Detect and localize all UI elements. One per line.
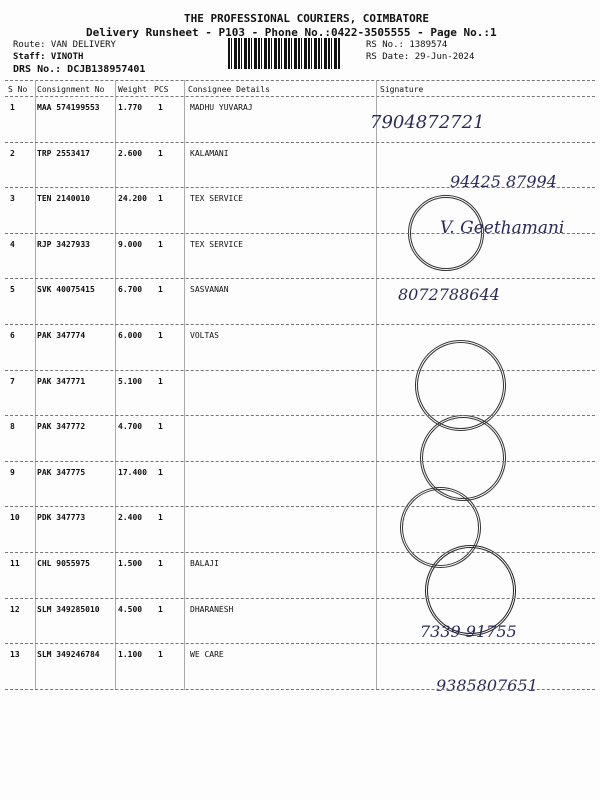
company-name: THE PROFESSIONAL COURIERS, COIMBATORE (184, 12, 430, 25)
row-separator (5, 688, 595, 690)
row-pcs: 1 (158, 559, 163, 568)
row-separator (5, 369, 595, 371)
row-consignee: SASVANAN (190, 285, 229, 295)
route: Route: VAN DELIVERY (13, 40, 116, 50)
row-pcs: 1 (158, 467, 163, 477)
row-separator (5, 415, 595, 417)
row-pcs: 1 (158, 103, 163, 112)
row-weight: 6.000 (118, 331, 143, 340)
row-sno: 7 (10, 376, 15, 386)
col-sno: S No (8, 85, 28, 94)
drs-number: DRS No.: DCJB138957401 (13, 64, 146, 75)
row-sno: 9 (10, 467, 15, 477)
row-sno: 6 (10, 331, 15, 340)
row-consignment-no: PAK 347774 (37, 331, 86, 340)
col-consignee: Consignee Details (188, 85, 270, 94)
row-weight: 4.500 (118, 604, 143, 614)
row-weight: 1.500 (118, 559, 143, 568)
row-pcs: 1 (158, 604, 163, 614)
row-weight: 17.400 (118, 467, 147, 477)
row-consignment-no: SLM 349246784 (37, 650, 100, 660)
row-consignment-no: SVK 40075415 (37, 285, 95, 295)
handwritten-phone-4: 7339 91755 (420, 622, 517, 641)
row-sno: 13 (10, 650, 20, 660)
row-pcs: 1 (158, 331, 163, 340)
row-consignee: TEX SERVICE (190, 194, 243, 204)
rs-date: RS Date: 29-Jun-2024 (366, 52, 475, 62)
row-consignment-no: PAK 347775 (37, 467, 86, 477)
row-pcs: 1 (158, 239, 163, 249)
row-consignment-no: PDK 347773 (37, 513, 86, 523)
row-separator (5, 643, 595, 645)
row-separator (5, 506, 595, 508)
col-signature: Signature (380, 85, 424, 94)
row-sno: 3 (10, 194, 15, 204)
row-weight: 24.200 (118, 194, 147, 204)
col-pcs: PCS (154, 85, 169, 94)
row-weight: 1.770 (118, 103, 143, 112)
row-separator (5, 460, 595, 462)
row-sno: 11 (10, 559, 20, 568)
row-consignee: DHARANESH (190, 604, 234, 614)
handwritten-phone-5: 9385807651 (436, 676, 538, 695)
row-pcs: 1 (158, 148, 163, 158)
col-weight: Weight (118, 85, 147, 94)
row-sno: 8 (10, 422, 15, 432)
row-sno: 2 (10, 148, 15, 158)
row-weight: 2.400 (118, 513, 143, 523)
row-pcs: 1 (158, 376, 163, 386)
handwritten-phone-3: 8072788644 (398, 285, 500, 304)
row-separator (5, 278, 595, 280)
row-consignment-no: PAK 347771 (37, 376, 86, 386)
row-consignment-no: SLM 349285010 (37, 604, 100, 614)
row-sno: 1 (10, 103, 15, 112)
balaji-stamp (425, 545, 516, 636)
row-consignment-no: TEN 2140010 (37, 194, 90, 204)
row-pcs: 1 (158, 422, 163, 432)
row-separator (5, 324, 595, 325)
row-sno: 4 (10, 239, 15, 249)
row-weight: 9.000 (118, 239, 143, 249)
row-sno: 12 (10, 604, 20, 614)
col-consignment: Consignment No (37, 85, 105, 94)
runsheet-subtitle: Delivery Runsheet - P103 - Phone No.:042… (86, 26, 497, 39)
row-consignment-no: RJP 3427933 (37, 239, 90, 249)
handwritten-name: V. Geethamani (440, 218, 565, 238)
row-consignment-no: MAA 574199553 (37, 103, 100, 112)
row-pcs: 1 (158, 513, 163, 523)
row-weight: 1.100 (118, 650, 143, 660)
row-sno: 5 (10, 285, 15, 295)
row-separator (5, 187, 595, 189)
row-consignee: WE CARE (190, 650, 224, 660)
row-weight: 4.700 (118, 422, 143, 432)
row-consignment-no: TRP 2553417 (37, 148, 90, 158)
row-consignment-no: CHL 9055975 (37, 559, 90, 568)
row-consignee: TEX SERVICE (190, 239, 243, 249)
row-pcs: 1 (158, 285, 163, 295)
row-consignment-no: PAK 347772 (37, 422, 86, 432)
barcode (228, 38, 340, 69)
staff: Staff: VINOTH (13, 52, 84, 62)
row-pcs: 1 (158, 194, 163, 204)
row-consignee: MADHU YUVARAJ (190, 103, 253, 112)
row-weight: 6.700 (118, 285, 143, 295)
row-separator (5, 597, 595, 599)
row-separator (5, 552, 595, 553)
rs-number: RS No.: 1389574 (366, 40, 448, 50)
row-consignee: BALAJI (190, 559, 219, 568)
row-weight: 2.600 (118, 148, 143, 158)
row-consignee: VOLTAS (190, 331, 219, 340)
handwritten-phone-1: 7904872721 (370, 112, 485, 133)
row-weight: 5.100 (118, 376, 143, 386)
row-separator (5, 141, 595, 143)
row-separator (5, 232, 595, 234)
row-consignee: KALAMANI (190, 148, 229, 158)
handwritten-phone-2: 94425 87994 (450, 172, 557, 191)
row-sno: 10 (10, 513, 20, 523)
row-pcs: 1 (158, 650, 163, 660)
